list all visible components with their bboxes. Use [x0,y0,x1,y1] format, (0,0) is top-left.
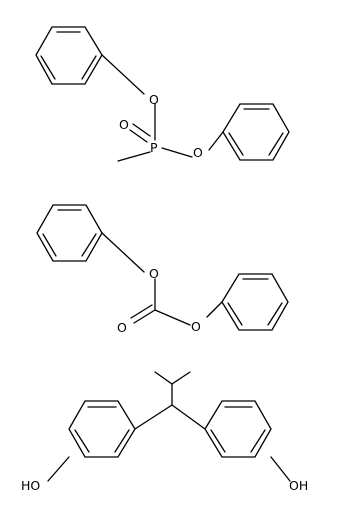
bond-o2-ring4 [206,301,223,318]
phosphorus-atom: P [150,140,158,155]
bond-c-methyl-2 [171,371,191,385]
phenyl-ring-3 [36,204,103,262]
bond-c-methyl-1 [154,371,173,385]
bond-ring5-oh [47,456,70,482]
molecule-phosphonate: O O P O [35,26,290,162]
bond-c-o2 [154,309,191,326]
phenyl-ring-4 [221,273,289,331]
bond-c-ring5 [134,404,173,430]
phenyl-ring-2 [222,103,290,161]
molecule-carbonate: O O O [36,204,289,335]
bond-ring6-oh [270,456,291,482]
bond-p-o-double-a [132,123,151,137]
bond-p-o2 [161,147,193,158]
oxygen-double-atom-2: O [117,320,127,335]
bond-p-methyl [117,151,151,162]
bond-o2-ring2 [208,131,224,151]
bond-p-o-double-b [129,129,148,143]
phenol-ring-left [68,400,136,458]
oxygen-atom-4: O [191,319,201,334]
oxygen-atom-2: O [193,145,203,160]
bond-c-o-double-a [133,309,156,324]
molecule-bisphenol-a: HO OH [21,371,308,493]
oxygen-atom-3: O [149,266,159,281]
phenol-ring-right [204,400,272,458]
phenyl-ring-1 [35,26,103,85]
bond-c-o-double-b [130,304,153,319]
bond-ring3-o [101,232,145,273]
oxygen-double-atom: O [119,117,129,132]
bond-ring1-o [101,54,145,95]
bond-c-ring6 [171,404,206,430]
hydroxyl-left: HO [21,478,40,493]
hydroxyl-right: OH [289,478,308,493]
oxygen-atom: O [149,92,159,107]
